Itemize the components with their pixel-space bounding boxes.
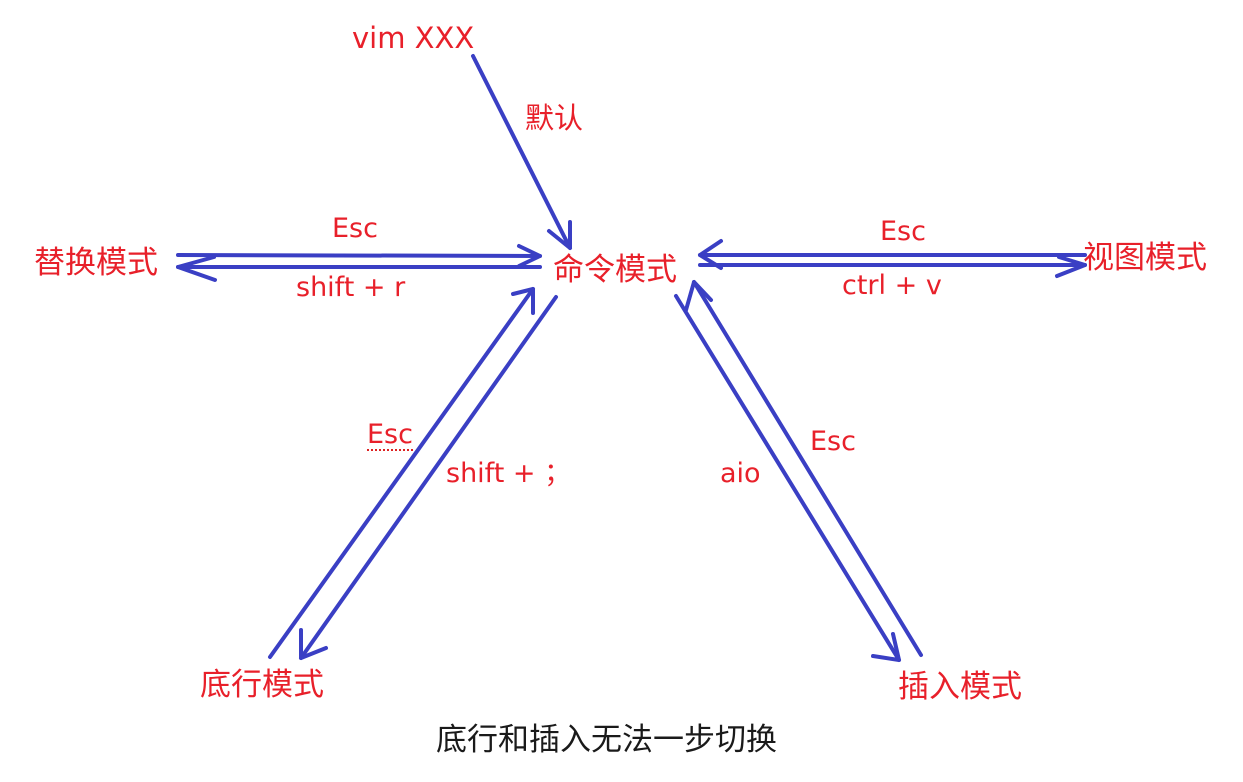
- start-edge-label: 默认: [525, 101, 584, 135]
- start-label: vim XXX: [352, 21, 475, 55]
- arrow-replace-to-command: [176, 244, 542, 268]
- mode-insert: 插入模式: [898, 669, 1022, 705]
- arrow-lastline-to-command: [268, 287, 535, 659]
- mode-lastline: 底行模式: [200, 667, 324, 703]
- arrow-command-to-visual: [698, 255, 1087, 278]
- mode-visual: 视图模式: [1083, 240, 1207, 276]
- edge-label-lastline-to-command: Esc: [367, 419, 413, 451]
- edge-label-replace-to-command: Esc: [332, 213, 378, 244]
- edge-label-command-to-lastline: shift + ；: [446, 458, 572, 489]
- mode-replace: 替换模式: [34, 245, 158, 281]
- arrow-start-to-command: [471, 54, 572, 250]
- edge-label-command-to-visual: ctrl + v: [842, 270, 942, 301]
- edge-label-insert-to-command: Esc: [810, 426, 856, 457]
- arrow-command-to-replace: [176, 255, 542, 282]
- arrow-command-to-insert: [674, 294, 901, 662]
- arrow-command-to-lastline: [299, 295, 558, 660]
- edge-label-command-to-replace: shift + r: [296, 272, 406, 303]
- mode-command: 命令模式: [553, 252, 677, 288]
- diagram-caption: 底行和插入无法一步切换: [436, 722, 777, 758]
- arrow-insert-to-command: [684, 280, 923, 657]
- edge-label-command-to-insert: aio: [720, 458, 761, 489]
- edge-label-visual-to-command: Esc: [880, 216, 926, 247]
